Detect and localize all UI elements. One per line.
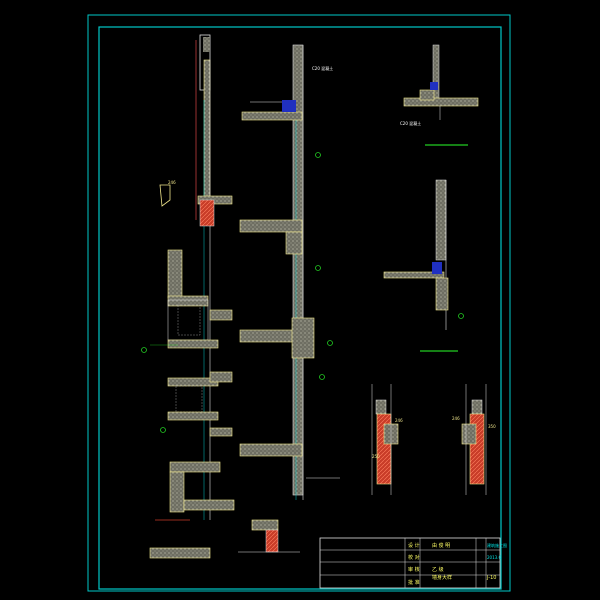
concrete-label: C20 混凝土: [400, 120, 421, 126]
concrete-label: C20 混凝土: [312, 65, 333, 71]
left-slab-2: [167, 339, 233, 437]
detail-marker-icon: [160, 427, 166, 433]
detail-marker-icon: [315, 265, 321, 271]
title-block: [319, 537, 501, 589]
window-detail-left: [371, 384, 399, 495]
title-designer-label: 设 计: [408, 542, 420, 549]
sheet-number: J-10: [486, 575, 496, 581]
outer-frame: [87, 14, 511, 592]
detail-marker-icon: [327, 340, 333, 346]
detail-marker-icon: [141, 347, 147, 353]
right-middle-detail: [383, 179, 464, 352]
title-reviewer-label: 审 核: [408, 566, 420, 573]
title-checker-label: 校 对: [408, 554, 420, 561]
top-right-detail: [403, 44, 479, 146]
left-wall-section: [141, 34, 235, 559]
title-approver-label: 批 准: [408, 579, 420, 586]
middle-wall-section: [238, 44, 340, 553]
window-detail-right: [461, 384, 487, 495]
left-slab-3: [149, 461, 235, 559]
inner-frame: [98, 26, 502, 590]
elevation-250-label: 250: [372, 454, 380, 459]
title-grade-value: 乙 级: [432, 566, 444, 573]
title-stage-code: 建筑施工图: [487, 542, 507, 548]
elevation-246-label: 246: [168, 180, 176, 185]
detail-marker-icon: [315, 152, 321, 158]
left-slab-1: [167, 249, 233, 341]
elevation-246-label: 246: [395, 418, 403, 423]
detail-marker-icon: [458, 313, 464, 319]
drawing-title: 墙身大样: [432, 574, 452, 581]
detail-marker-icon: [319, 374, 325, 380]
title-date: 2013.6: [487, 555, 501, 560]
elevation-246-label: 246: [452, 416, 460, 421]
elevation-350-label: 350: [488, 424, 496, 429]
title-designer-value: 由 俊 明: [432, 542, 450, 549]
